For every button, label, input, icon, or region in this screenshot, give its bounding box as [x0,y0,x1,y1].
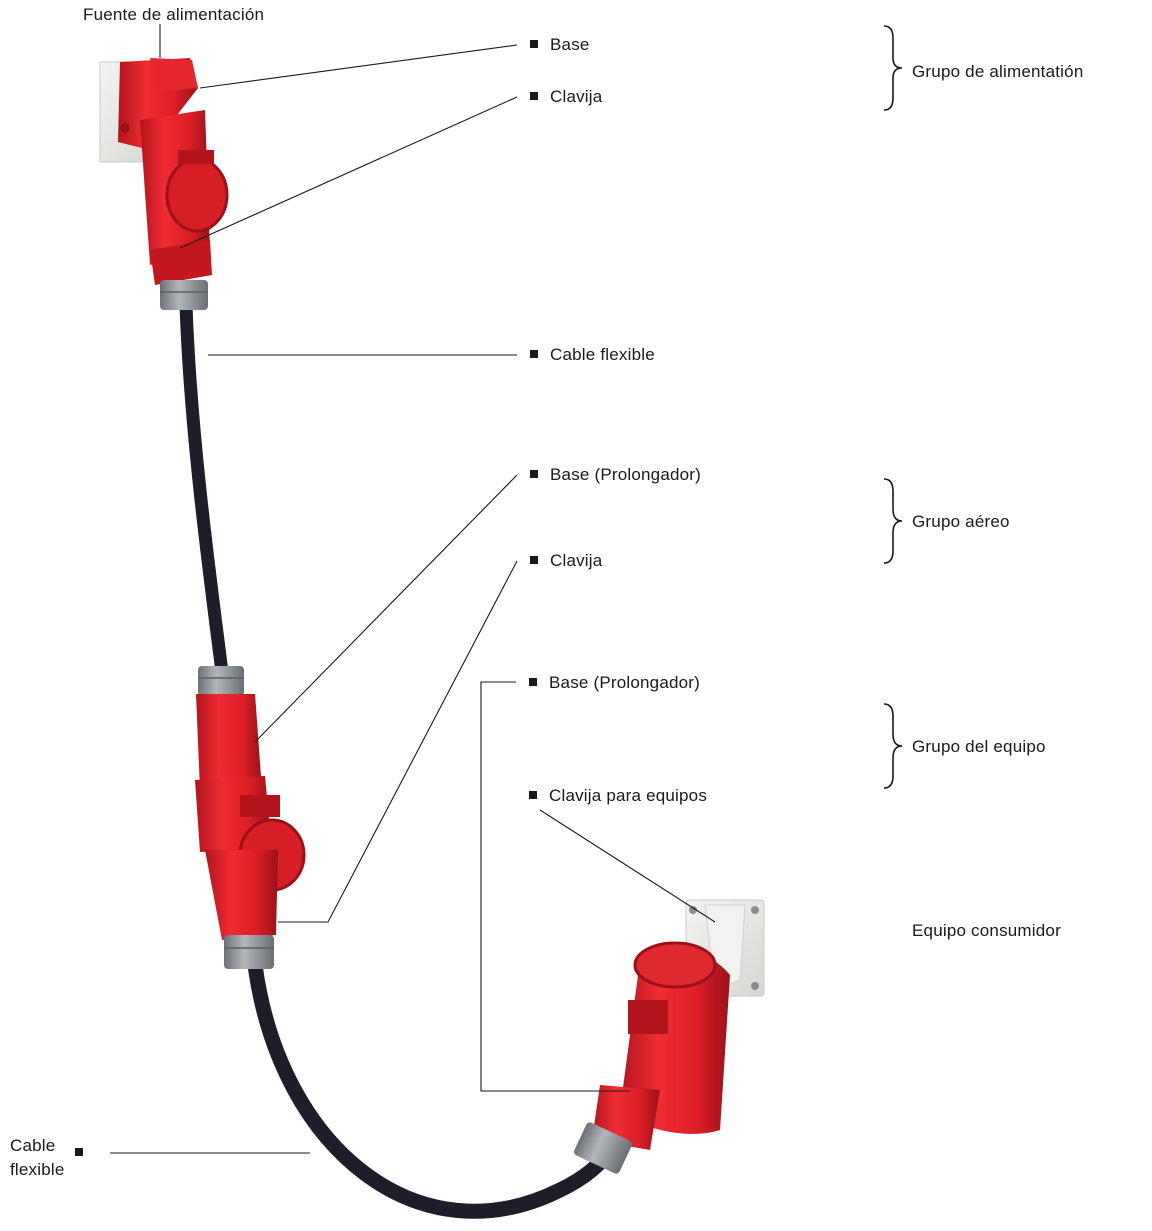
label-clavija-text: Clavija [550,87,603,106]
group-alimentacion: Grupo de alimentatión [912,62,1084,81]
label-cable-flexible: Cable flexible [530,345,655,365]
inline-extension [195,666,306,969]
bullet-icon [529,791,537,799]
plug-clavija-equipos [574,941,730,1174]
label-base-prolongador-text: Base (Prolongador) [550,465,702,484]
label-base-prolongador: Base (Prolongador) [530,465,701,485]
bullet-icon [75,1148,83,1156]
label-clavija: Clavija [530,87,602,107]
label-clavija-aereo-text: Clavija [550,551,603,570]
label-base-prolongador-equipo: Base (Prolongador) [529,673,700,693]
title-fuente-alimentacion: Fuente de alimentación [83,5,265,24]
label-base-text: Base [550,35,590,54]
plug-clavija-top [140,110,229,310]
group-aereo: Grupo aéreo [912,512,1010,531]
bullet-icon [530,92,538,100]
bullet-icon [530,470,538,478]
upper-cable [179,298,229,679]
label-clavija-aereo: Clavija [530,551,602,571]
group-consumidor: Equipo consumidor [912,921,1061,940]
group-braces [883,25,903,789]
label-clavija-equipos: Clavija para equipos [529,786,707,806]
label-base-prolongador-equipo-text: Base (Prolongador) [549,673,701,692]
group-equipo: Grupo del equipo [912,737,1046,756]
label-cable-flexible-lower: Cable flexible [10,1134,65,1182]
bullet-icon [529,678,537,686]
brace-alimentacion [883,25,903,111]
lower-cable [247,957,620,1219]
brace-aereo [883,478,903,564]
wall-socket-base [99,58,198,163]
bullet-icon [530,350,538,358]
label-clavija-equipos-text: Clavija para equipos [549,786,708,805]
bullet-icon [530,556,538,564]
label-cable-line1: Cable [10,1136,56,1155]
label-base: Base [530,35,590,55]
label-cable-line2: flexible [10,1160,65,1179]
brace-equipo [883,703,903,789]
label-cable-flexible-text: Cable flexible [550,345,655,364]
bullet-icon [530,40,538,48]
leader-lines [110,24,716,1154]
